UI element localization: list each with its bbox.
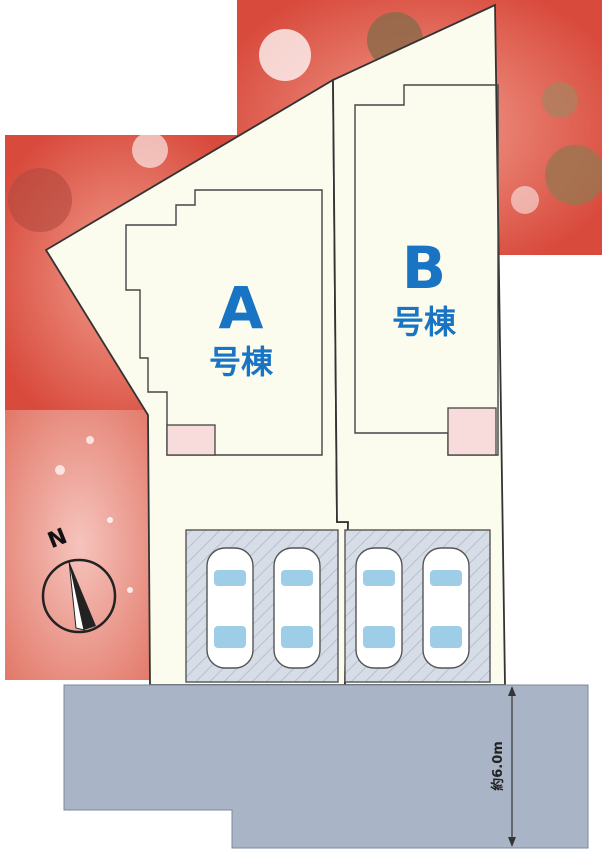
- road-width-dimension: [508, 686, 516, 847]
- road-width-label: 約6.0m: [490, 741, 506, 791]
- building-a-porch: [166, 424, 216, 456]
- building-a-outline: [125, 189, 323, 456]
- lot-a-suffix: 号棟: [209, 343, 274, 381]
- car-1: [206, 547, 254, 669]
- compass-ring: [41, 558, 117, 634]
- car-2: [273, 547, 321, 669]
- lot-b-suffix: 号棟: [392, 303, 457, 341]
- lot-a-letter: A: [219, 274, 264, 342]
- road: [63, 684, 589, 849]
- car-3: [355, 547, 403, 669]
- compass-needle-icon: [69, 561, 96, 630]
- building-b-porch: [447, 407, 497, 456]
- compass: [41, 558, 117, 634]
- lot-b-letter: B: [402, 234, 446, 302]
- car-4: [422, 547, 470, 669]
